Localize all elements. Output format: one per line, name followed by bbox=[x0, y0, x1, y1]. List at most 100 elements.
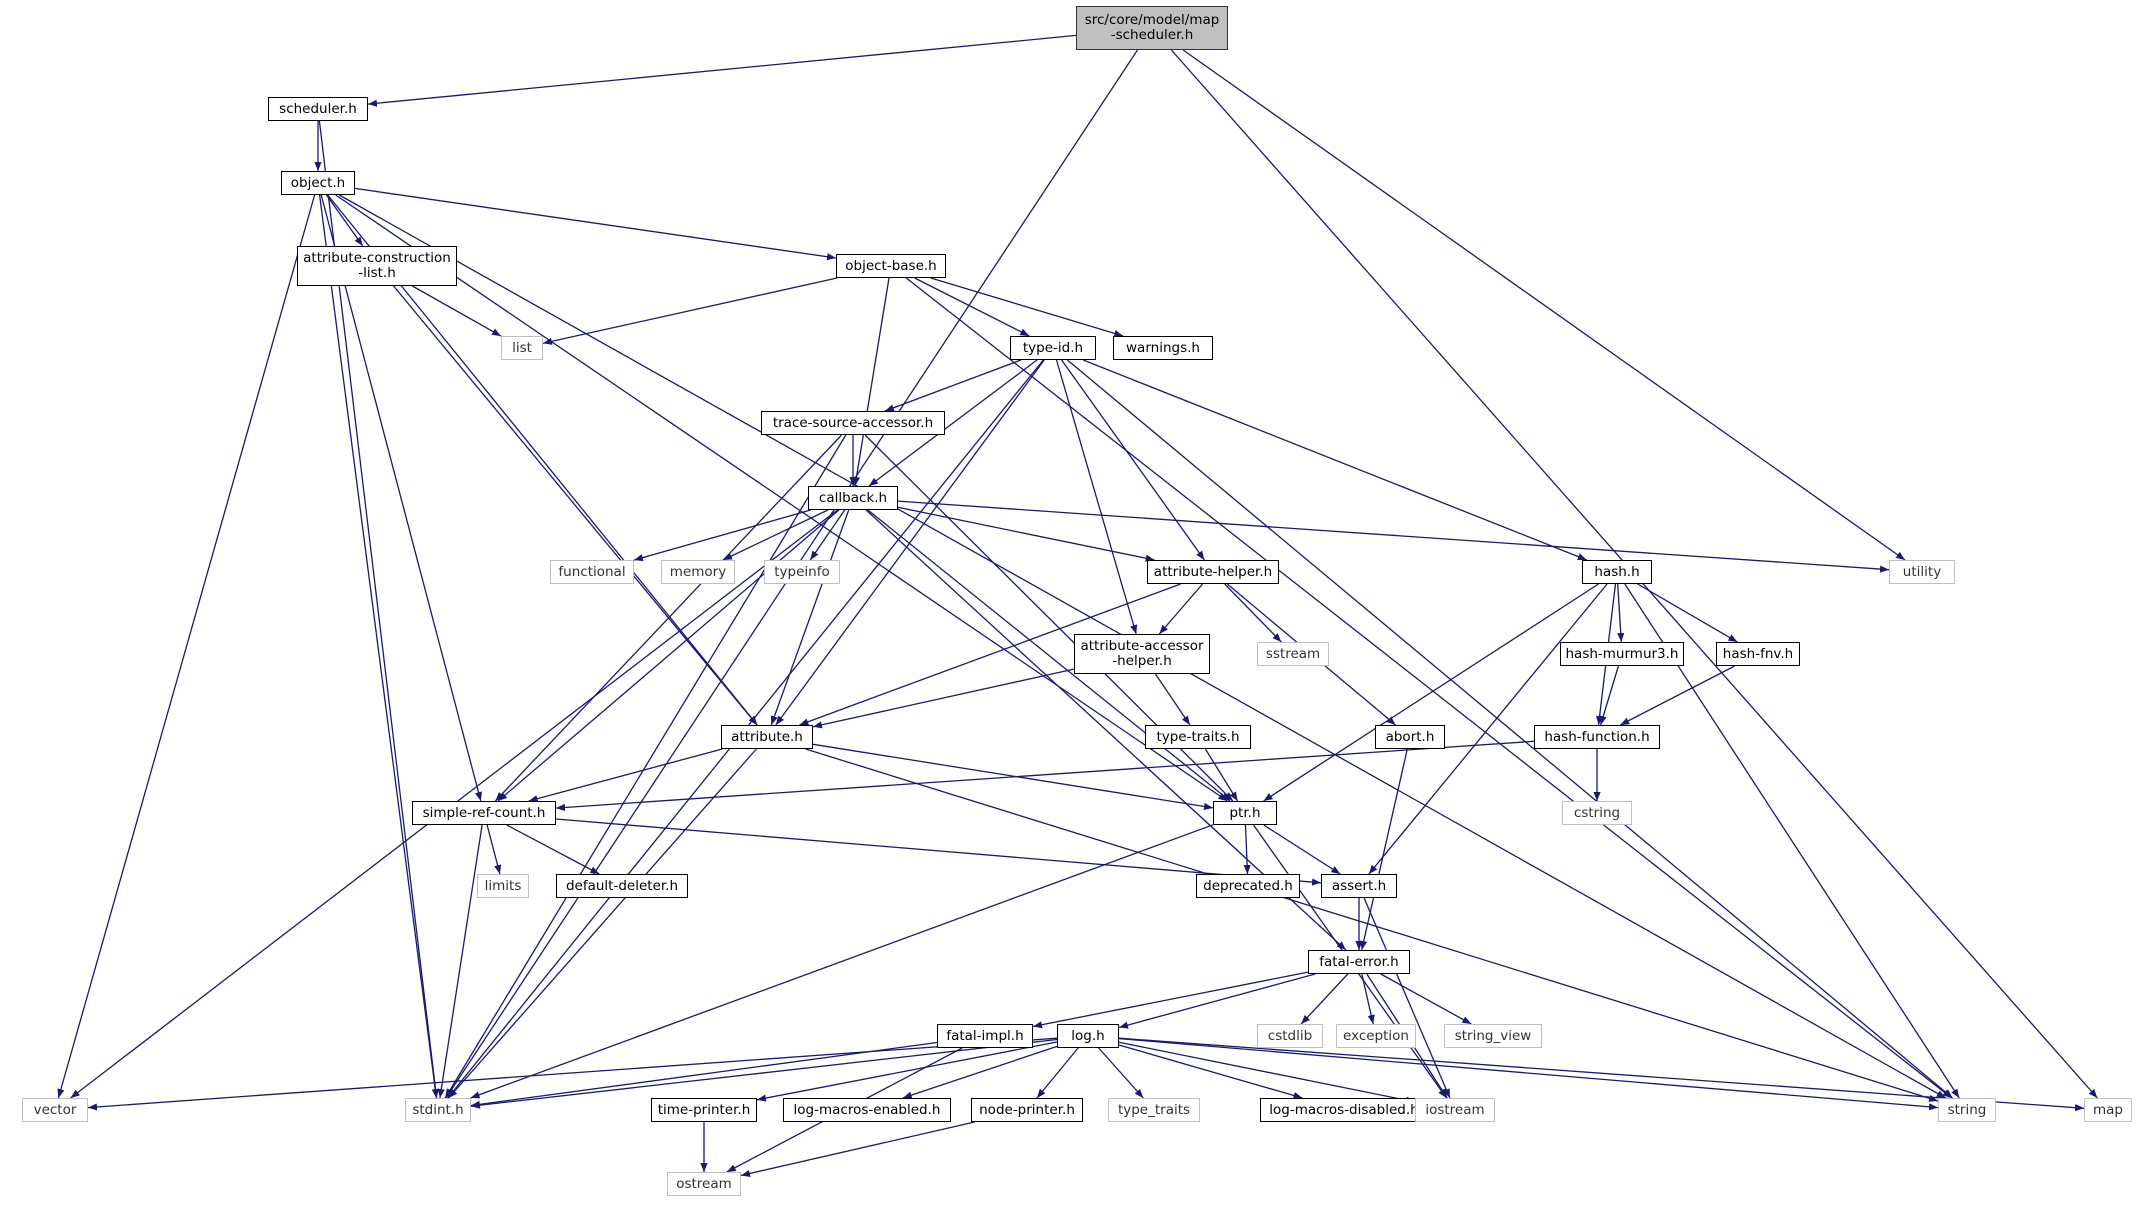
node-murmur[interactable]: hash-murmur3.h bbox=[1560, 642, 1684, 666]
node-typeid[interactable]: type-id.h bbox=[1010, 336, 1096, 360]
edge-layer bbox=[57, 34, 2098, 1177]
edge-tsa-to-stdint bbox=[444, 434, 847, 1099]
edge-callback-to-src bbox=[497, 509, 840, 802]
node-warnings[interactable]: warnings.h bbox=[1113, 336, 1213, 360]
node-label: log-macros-enabled.h bbox=[793, 1101, 941, 1118]
edge-hash-to-ptr bbox=[1263, 583, 1599, 802]
node-scheduler[interactable]: scheduler.h bbox=[268, 97, 368, 121]
edge-callback-to-utility bbox=[897, 500, 1890, 573]
node-attribute[interactable]: attribute.h bbox=[721, 725, 813, 749]
node-limits: limits bbox=[477, 874, 529, 898]
edge-assert-to-iostream bbox=[1363, 897, 1451, 1099]
node-lmd[interactable]: log-macros-disabled.h bbox=[1260, 1098, 1428, 1122]
edge-object-to-stdint bbox=[318, 194, 439, 1099]
node-ptr[interactable]: ptr.h bbox=[1213, 801, 1277, 825]
node-fatalerror[interactable]: fatal-error.h bbox=[1308, 950, 1410, 974]
edge-attribute-to-ptr bbox=[812, 743, 1214, 811]
edge-hash-to-murmur bbox=[1617, 583, 1625, 643]
edge-ahelper-to-sstream bbox=[1224, 583, 1282, 643]
edge-log-to-lmd bbox=[1118, 1044, 1303, 1099]
node-root[interactable]: src/core/model/map-scheduler.h bbox=[1076, 6, 1228, 50]
edge-callback-to-functional bbox=[633, 509, 811, 562]
edge-log-to-lme bbox=[902, 1045, 1058, 1099]
node-label: fatal-error.h bbox=[1319, 953, 1399, 970]
node-label: ptr.h bbox=[1229, 804, 1261, 821]
edge-callback-to-ptr bbox=[867, 509, 1231, 802]
node-exception: exception bbox=[1336, 1024, 1416, 1048]
node-ahelper[interactable]: attribute-helper.h bbox=[1147, 560, 1279, 584]
node-callback[interactable]: callback.h bbox=[808, 486, 898, 510]
edge-ptr-to-stdint bbox=[470, 824, 1214, 1099]
node-map: map bbox=[2084, 1098, 2132, 1122]
node-string: string bbox=[1938, 1098, 1996, 1122]
node-label: functional bbox=[558, 563, 626, 580]
node-fnv[interactable]: hash-fnv.h bbox=[1716, 642, 1800, 666]
edge-typeid-to-hash bbox=[1082, 359, 1588, 561]
edge-attribute-to-stdint bbox=[448, 748, 757, 1099]
edge-typeid-to-aahelper bbox=[1055, 359, 1138, 635]
node-object[interactable]: object.h bbox=[281, 171, 355, 195]
edge-fatalerror-to-fatalimpl bbox=[1032, 971, 1309, 1029]
node-abort[interactable]: abort.h bbox=[1375, 725, 1445, 749]
edge-ptr-to-assert bbox=[1263, 824, 1341, 875]
node-label: cstring bbox=[1573, 804, 1621, 821]
edge-fatalerror-to-stringview bbox=[1380, 973, 1472, 1025]
node-assert[interactable]: assert.h bbox=[1321, 874, 1397, 898]
edge-objectbase-to-warnings bbox=[930, 277, 1124, 337]
edge-object-to-acl bbox=[325, 194, 364, 247]
node-label: default-deleter.h bbox=[565, 877, 679, 894]
node-label: object-base.h bbox=[845, 257, 937, 274]
edge-objectbase-to-list bbox=[542, 277, 838, 345]
node-label: assert.h bbox=[1331, 877, 1387, 894]
node-label: trace-source-accessor.h bbox=[772, 414, 934, 431]
node-acl[interactable]: attribute-construction-list.h bbox=[297, 246, 457, 286]
node-label: deprecated.h bbox=[1203, 877, 1293, 894]
edge-callback-to-memory bbox=[722, 509, 829, 561]
node-label: hash-function.h bbox=[1544, 728, 1650, 745]
edge-object-to-objectbase bbox=[354, 187, 837, 261]
node-timeprinter[interactable]: time-printer.h bbox=[651, 1098, 757, 1122]
node-label: typeinfo bbox=[774, 563, 830, 580]
node-deprecated[interactable]: deprecated.h bbox=[1196, 874, 1300, 898]
edge-fnv-to-hashfunc bbox=[1620, 665, 1735, 726]
node-label: map bbox=[2093, 1101, 2123, 1118]
node-lme[interactable]: log-macros-enabled.h bbox=[783, 1098, 951, 1122]
edge-hash-to-fnv bbox=[1637, 583, 1738, 643]
node-label: hash-murmur3.h bbox=[1565, 645, 1679, 662]
node-aahelper[interactable]: attribute-accessor-helper.h bbox=[1074, 634, 1210, 674]
node-cstring: cstring bbox=[1562, 801, 1632, 825]
node-tsa[interactable]: trace-source-accessor.h bbox=[761, 411, 945, 435]
edge-log-to-iostream bbox=[1118, 1041, 1416, 1104]
edge-acl-to-attribute bbox=[393, 285, 758, 726]
node-objectbase[interactable]: object-base.h bbox=[836, 254, 946, 278]
node-typetraits[interactable]: type-traits.h bbox=[1145, 725, 1251, 749]
edge-fatalerror-to-exception bbox=[1361, 973, 1375, 1025]
edge-hash-to-string bbox=[1624, 583, 1960, 1099]
node-label: fatal-impl.h bbox=[946, 1027, 1024, 1044]
node-cstdlib: cstdlib bbox=[1257, 1024, 1323, 1048]
node-label: string_view bbox=[1454, 1027, 1532, 1044]
node-hash[interactable]: hash.h bbox=[1582, 560, 1652, 584]
edge-log-to-map bbox=[1118, 1037, 2085, 1112]
node-label: attribute-accessor-helper.h bbox=[1080, 638, 1204, 669]
edge-aahelper-to-attribute bbox=[812, 668, 1075, 729]
node-label: vector bbox=[33, 1101, 77, 1118]
node-hashfunc[interactable]: hash-function.h bbox=[1534, 725, 1660, 749]
node-defdel[interactable]: default-deleter.h bbox=[556, 874, 688, 898]
node-utility: utility bbox=[1889, 560, 1955, 584]
node-label: attribute-construction-list.h bbox=[303, 250, 451, 281]
edge-log-to-stdint bbox=[470, 1038, 1058, 1109]
node-src[interactable]: simple-ref-count.h bbox=[412, 801, 556, 825]
node-nodeprinter[interactable]: node-printer.h bbox=[971, 1098, 1083, 1122]
node-fatalimpl[interactable]: fatal-impl.h bbox=[937, 1024, 1033, 1048]
edge-typeid-to-ahelper bbox=[1061, 359, 1205, 561]
edge-src-to-assert bbox=[555, 818, 1322, 886]
node-stringview: string_view bbox=[1444, 1024, 1542, 1048]
edge-nodeprinter-to-ostream bbox=[740, 1121, 975, 1177]
node-log[interactable]: log.h bbox=[1057, 1024, 1119, 1048]
edge-log-to-timeprinter bbox=[756, 1041, 1058, 1102]
edge-attribute-to-string bbox=[805, 748, 1939, 1102]
edge-fatalerror-to-cstdlib bbox=[1300, 973, 1349, 1025]
node-label: log-macros-disabled.h bbox=[1269, 1101, 1419, 1118]
node-label: time-printer.h bbox=[657, 1101, 751, 1118]
